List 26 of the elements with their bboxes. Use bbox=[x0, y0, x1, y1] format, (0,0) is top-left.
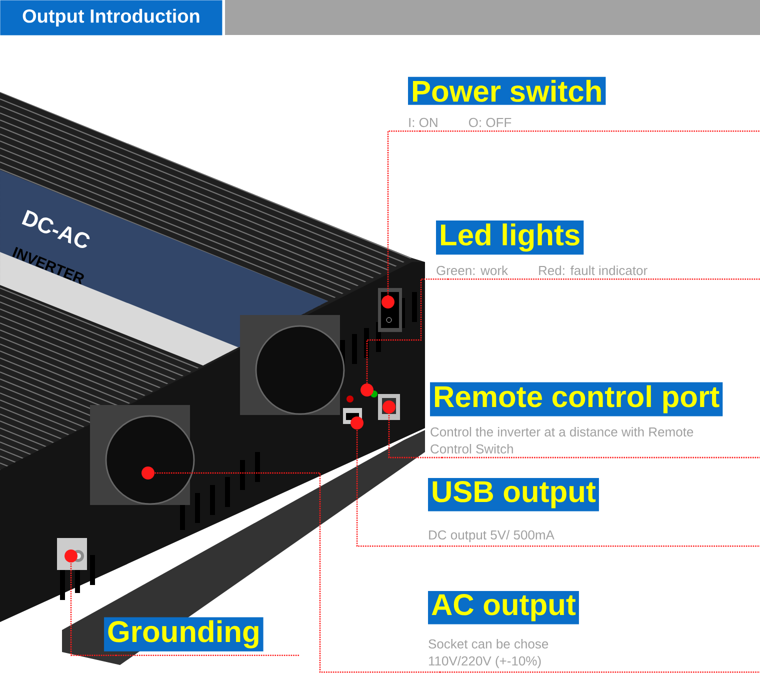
leader-line bbox=[356, 428, 760, 547]
callout-text: Socket can be chose 110V/220V (+-10%) bbox=[428, 638, 548, 668]
leader-line bbox=[388, 412, 760, 458]
callout-heading: Remote control port bbox=[430, 382, 723, 416]
callout-heading: Grounding bbox=[104, 617, 264, 652]
callout-dot bbox=[382, 400, 396, 414]
callout-text: I: ON bbox=[409, 118, 438, 128]
callout-text: O: OFF bbox=[468, 118, 512, 128]
callout-heading: USB output bbox=[428, 478, 599, 512]
callout-text: Green: work bbox=[436, 266, 508, 276]
callout-heading: Led lights bbox=[436, 220, 584, 255]
callout-heading: AC output bbox=[428, 591, 579, 624]
callout-dot bbox=[350, 416, 364, 430]
callout-text: DC output 5V/ 500mA bbox=[429, 530, 554, 542]
callout-text: Control the inverter at a distance with Remote Control Switch bbox=[430, 427, 694, 454]
callout-dot bbox=[64, 550, 78, 562]
callout-text: Red: fault indicator bbox=[539, 266, 648, 276]
leader-line bbox=[70, 562, 301, 656]
callout-heading: Power switch bbox=[408, 76, 606, 105]
leader-line bbox=[154, 472, 760, 673]
callout-dot bbox=[142, 466, 154, 480]
leader-line bbox=[366, 278, 760, 384]
leader-line bbox=[387, 130, 760, 296]
callout-dot bbox=[360, 384, 374, 396]
callout-dot bbox=[382, 296, 394, 308]
title-banner: Output Introduction bbox=[0, 0, 760, 36]
